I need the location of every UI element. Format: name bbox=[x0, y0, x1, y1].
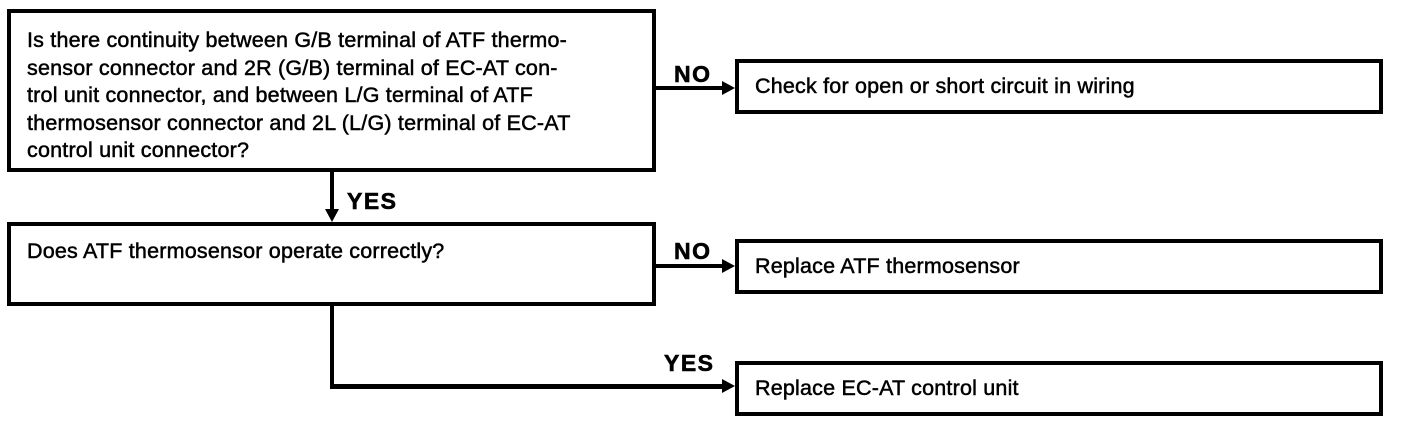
decision-box-continuity-text: Is there continuity between G/B terminal… bbox=[27, 28, 571, 162]
connector-q2-yes-horizontal-line bbox=[330, 384, 724, 389]
arrowhead-q1-yes-icon bbox=[325, 209, 339, 222]
decision-box-thermosensor-operation: Does ATF thermosensor operate correctly? bbox=[7, 222, 656, 306]
connector-q1-yes-line bbox=[330, 172, 334, 212]
action-box-check-wiring: Check for open or short circuit in wirin… bbox=[735, 59, 1383, 114]
action-box-replace-ecat-text: Replace EC-AT control unit bbox=[755, 375, 1019, 400]
decision-box-thermosensor-text: Does ATF thermosensor operate correctly? bbox=[27, 239, 445, 263]
edge-label-q2-no: NO bbox=[674, 238, 712, 265]
action-box-replace-thermosensor: Replace ATF thermosensor bbox=[735, 239, 1383, 294]
edge-label-q1-yes: YES bbox=[347, 188, 398, 215]
arrowhead-q2-no-icon bbox=[722, 259, 735, 273]
connector-q1-no-line bbox=[656, 86, 724, 90]
action-box-replace-ecat-control-unit: Replace EC-AT control unit bbox=[735, 361, 1383, 416]
action-box-check-wiring-text: Check for open or short circuit in wirin… bbox=[755, 73, 1135, 98]
connector-q2-no-line bbox=[656, 264, 724, 268]
action-box-replace-thermosensor-text: Replace ATF thermosensor bbox=[755, 253, 1020, 278]
arrowhead-q1-no-icon bbox=[722, 81, 735, 95]
connector-q2-yes-vertical-line bbox=[330, 306, 334, 389]
edge-label-q1-no: NO bbox=[674, 61, 712, 88]
arrowhead-q2-yes-icon bbox=[722, 379, 735, 393]
decision-box-continuity-check: Is there continuity between G/B terminal… bbox=[7, 9, 656, 172]
edge-label-q2-yes: YES bbox=[664, 350, 715, 377]
